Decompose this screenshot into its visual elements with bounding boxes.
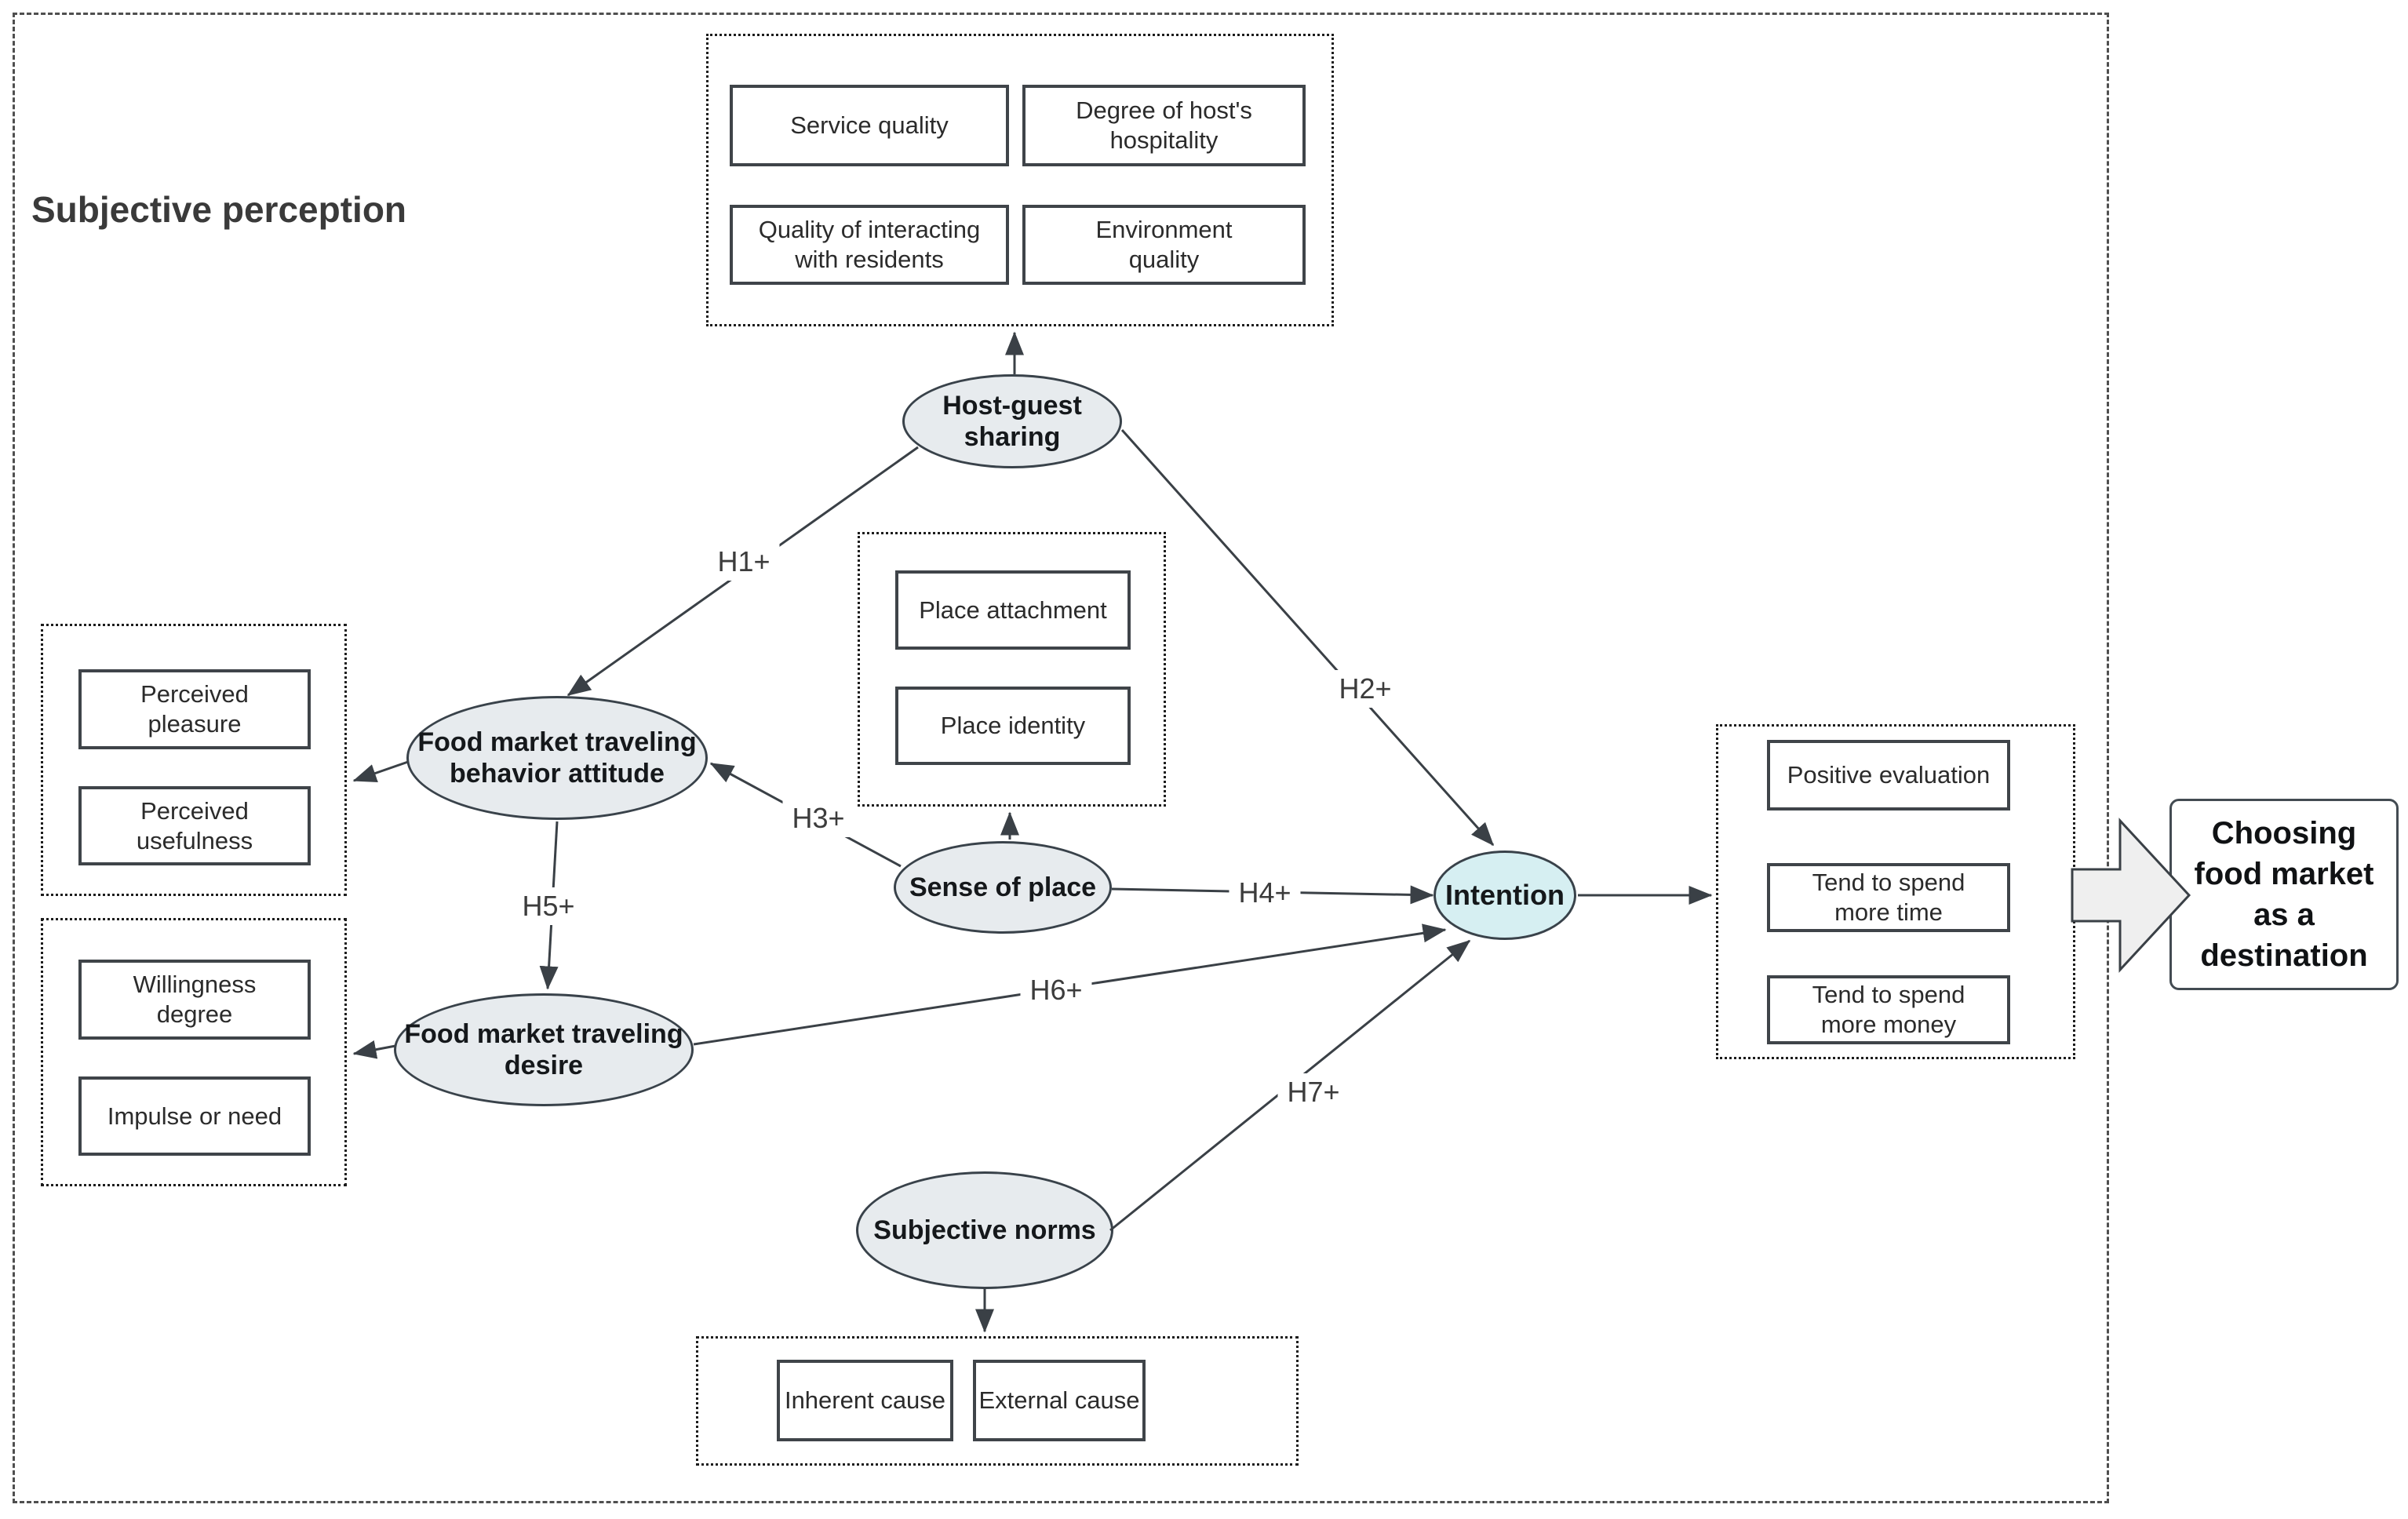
label-h4: H4+ bbox=[1229, 874, 1301, 912]
indicator-external-cause: External cause bbox=[973, 1360, 1146, 1441]
label-h2: H2+ bbox=[1329, 670, 1401, 708]
construct-sense-of-place: Sense of place bbox=[894, 841, 1112, 934]
indicator-inherent-cause: Inherent cause bbox=[777, 1360, 953, 1441]
indicator-place-attachment: Place attachment bbox=[895, 570, 1131, 650]
indicator-willingness-degree: Willingness degree bbox=[78, 960, 311, 1040]
indicator-positive-evaluation: Positive evaluation bbox=[1767, 740, 2010, 810]
label-h3: H3+ bbox=[782, 800, 854, 837]
indicator-degree-hospitality: Degree of host's hospitality bbox=[1022, 85, 1306, 166]
indicator-tend-more-time: Tend to spend more time bbox=[1767, 863, 2010, 932]
label-h7: H7+ bbox=[1277, 1073, 1350, 1111]
indicator-tend-more-money: Tend to spend more money bbox=[1767, 975, 2010, 1044]
host-guest-indicators-group bbox=[706, 34, 1334, 326]
label-h1: H1+ bbox=[708, 543, 780, 581]
construct-subjective-norms: Subjective norms bbox=[856, 1171, 1113, 1289]
indicator-environment-quality: Environment quality bbox=[1022, 205, 1306, 285]
indicator-service-quality: Service quality bbox=[730, 85, 1009, 166]
construct-traveling-desire: Food market traveling desire bbox=[394, 993, 694, 1106]
subjective-perception-frame bbox=[13, 13, 2109, 1503]
construct-behavior-attitude: Food market traveling behavior attitude bbox=[406, 696, 708, 820]
indicator-impulse-or-need: Impulse or need bbox=[78, 1076, 311, 1156]
attitude-indicators-group bbox=[41, 624, 347, 896]
indicator-place-identity: Place identity bbox=[895, 687, 1131, 765]
label-h6: H6+ bbox=[1020, 971, 1092, 1009]
label-h5: H5+ bbox=[512, 887, 585, 925]
page-title: Subjective perception bbox=[31, 189, 407, 230]
construct-intention: Intention bbox=[1434, 851, 1576, 940]
desire-indicators-group bbox=[41, 918, 347, 1186]
indicator-perceived-pleasure: Perceived pleasure bbox=[78, 669, 311, 749]
construct-host-guest-sharing: Host-guest sharing bbox=[902, 374, 1122, 468]
indicator-quality-interacting: Quality of interacting with residents bbox=[730, 205, 1009, 285]
indicator-perceived-usefulness: Perceived usefulness bbox=[78, 786, 311, 865]
outcome-choosing-destination: Choosing food market as a destination bbox=[2169, 799, 2399, 990]
norms-indicators-group bbox=[696, 1336, 1299, 1466]
